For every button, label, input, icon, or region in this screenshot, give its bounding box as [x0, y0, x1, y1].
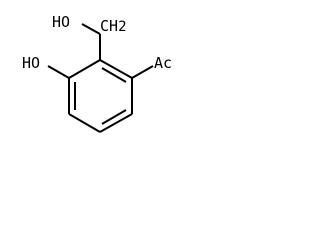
bond-ch2-to-oh — [81, 23, 101, 35]
label-acetyl: Ac — [154, 54, 172, 72]
ring-double-bond-right — [101, 109, 127, 125]
label-phenol-oh: HO — [22, 54, 40, 72]
label-hydroxymethyl-oh: HO — [52, 13, 70, 31]
ring-double-bond-top — [101, 67, 127, 83]
ring-bond-lower-right — [99, 113, 133, 133]
ring-bond-top — [99, 59, 133, 79]
bond-ring-to-acetyl — [131, 65, 154, 79]
benzene-ring — [68, 59, 133, 133]
ring-bond-upper-left — [68, 59, 101, 79]
structure-diagram: HO CH2 HO Ac — [22, 13, 172, 133]
label-ch2: CH2 — [100, 17, 127, 35]
bond-ring-to-oh — [47, 65, 70, 79]
ring-bond-bottom — [68, 113, 101, 133]
